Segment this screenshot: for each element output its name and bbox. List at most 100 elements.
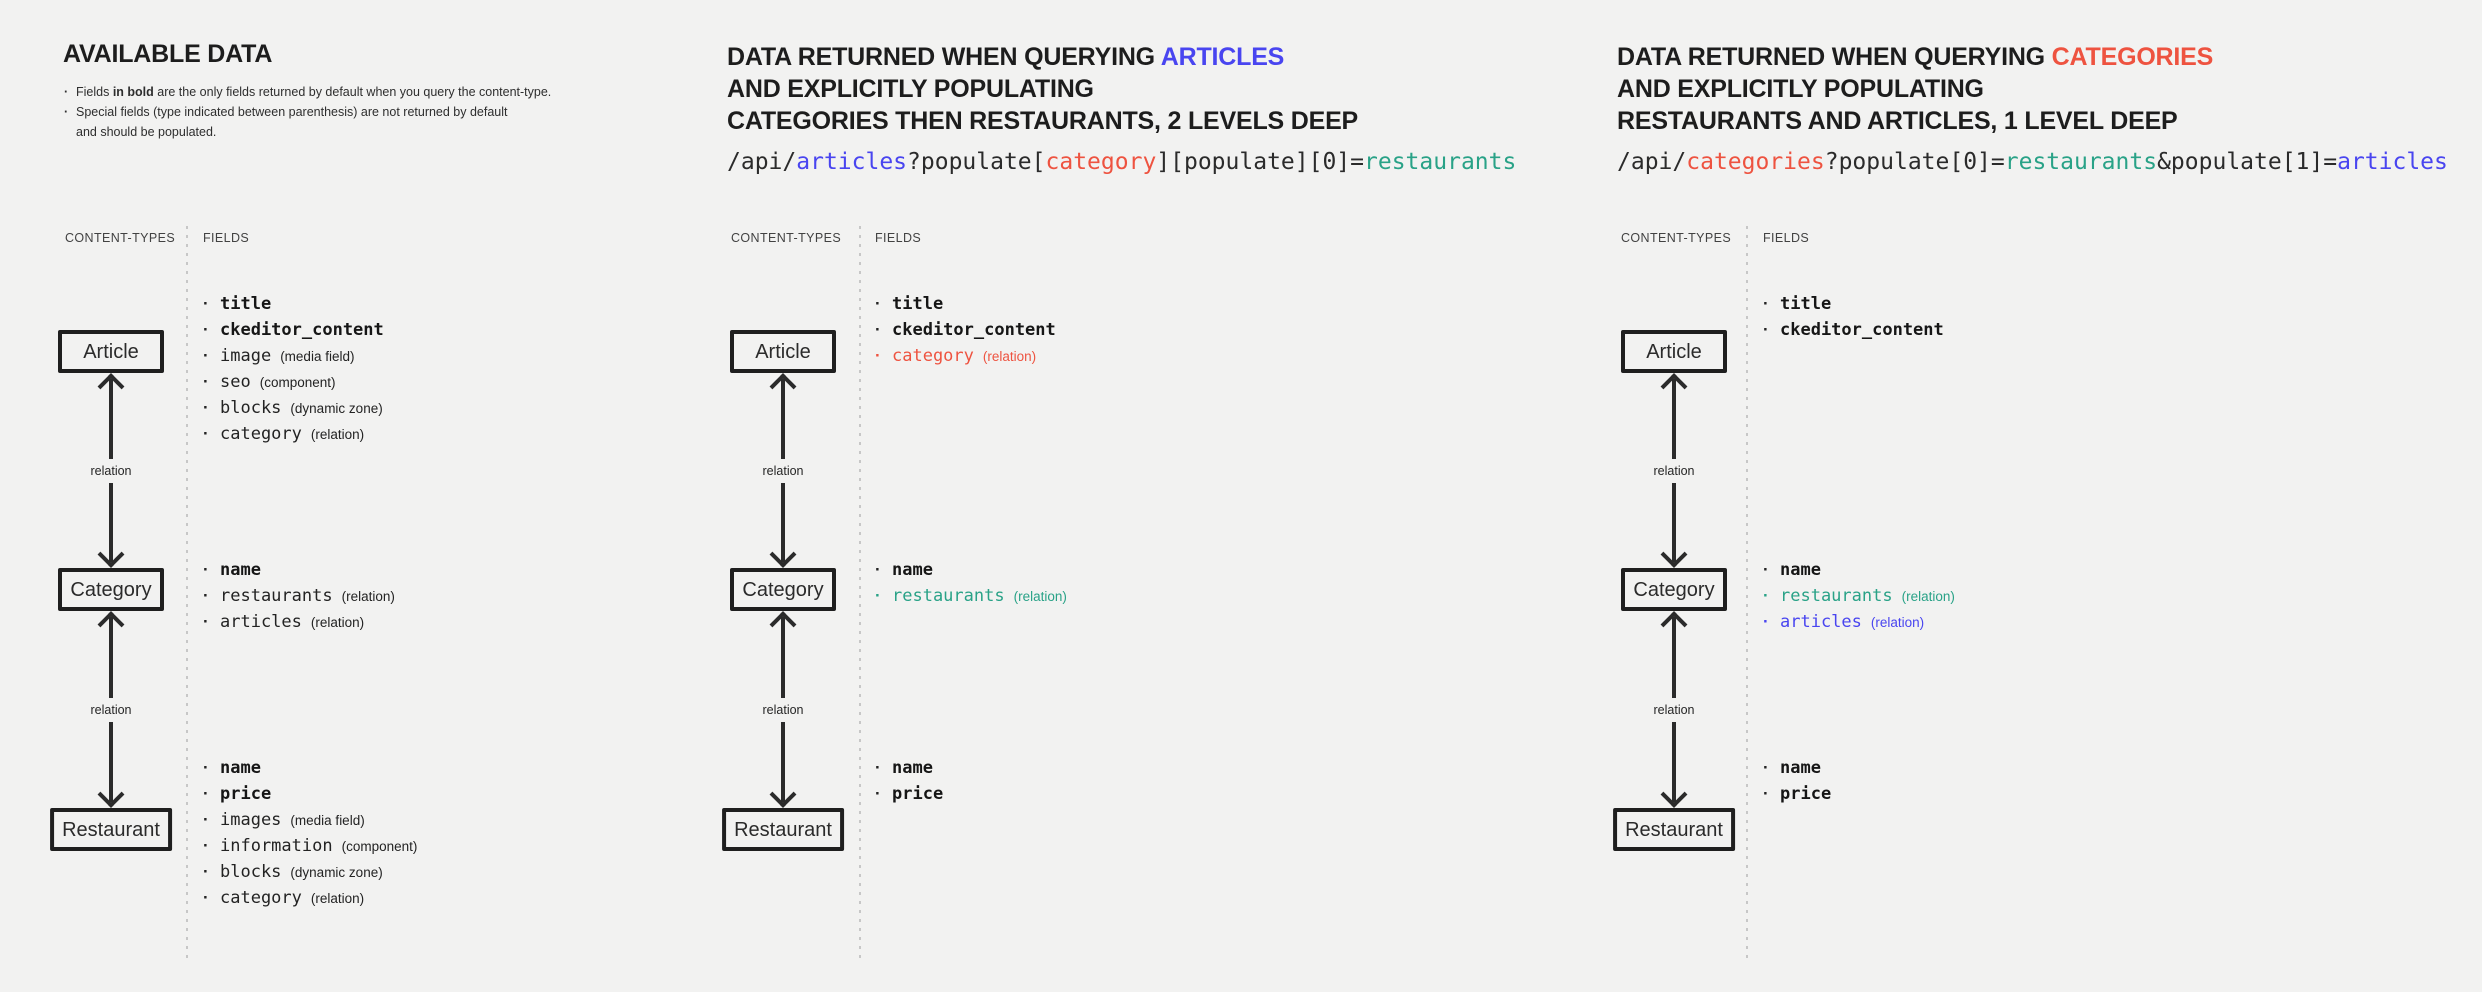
bullet-icon: ·: [203, 294, 209, 313]
relation-arrow: relation: [1651, 373, 1697, 568]
field-type: (relation): [341, 589, 395, 604]
api-segment: restaurants: [1364, 149, 1517, 175]
relation-line: [1672, 617, 1676, 698]
content-types-label: CONTENT-TYPES: [65, 231, 176, 245]
column-divider: [1746, 226, 1748, 958]
bullet-icon: ·: [875, 586, 881, 605]
field-item: ·name: [875, 557, 1067, 583]
field-type: (relation): [1013, 589, 1067, 604]
field-name: category: [892, 346, 974, 366]
bullet-icon: ·: [1763, 586, 1769, 605]
bullet-icon: ·: [1763, 784, 1769, 803]
api-segment: categories: [1686, 149, 1825, 175]
api-segment: restaurants: [2004, 149, 2158, 175]
bullet-icon: ·: [203, 612, 209, 631]
field-item: ·ckeditor_content: [875, 317, 1065, 343]
fields-label: FIELDS: [1763, 231, 1810, 245]
field-item: ·blocks(dynamic zone): [203, 859, 417, 885]
field-name: category: [220, 888, 302, 908]
field-name: name: [892, 560, 933, 580]
relation-label: relation: [1651, 462, 1697, 479]
field-item: ·restaurants(relation): [875, 583, 1067, 609]
bullet-icon: ·: [875, 784, 881, 803]
field-name: restaurants: [1780, 586, 1893, 606]
content-types-label: CONTENT-TYPES: [1621, 231, 1732, 245]
relation-line: [781, 379, 785, 459]
relation-label: relation: [88, 462, 134, 479]
field-type: (relation): [310, 615, 365, 630]
relation-arrow: relation: [88, 611, 134, 808]
field-name: articles: [1780, 612, 1862, 632]
category-box: Category: [1621, 568, 1727, 611]
relation-label: relation: [760, 462, 806, 479]
field-name: ckeditor_content: [892, 320, 1056, 340]
relation-line: [1672, 379, 1676, 459]
category-fields-list: ·name ·restaurants(relation) ·articles(r…: [1763, 557, 1955, 635]
bullet-icon: ·: [1763, 294, 1769, 313]
field-item: ·images(media field): [203, 807, 417, 833]
field-item: ·title: [875, 291, 1065, 317]
field-name: price: [220, 784, 272, 804]
bullet-icon: ·: [203, 888, 209, 907]
relation-line: [109, 482, 113, 562]
restaurant-fields-list: · name · price: [1763, 755, 1840, 807]
field-type: (dynamic zone): [290, 401, 383, 416]
field-item: ·category(relation): [875, 343, 1065, 369]
bullet-icon: ·: [203, 836, 209, 855]
restaurant-box: Restaurant: [1613, 808, 1735, 851]
api-query: /api/categories?populate[0]=restaurants&…: [1617, 149, 2448, 175]
field-item: ·name: [203, 557, 395, 583]
field-item: ·name: [203, 755, 417, 781]
field-name: blocks: [220, 398, 282, 418]
bullet-icon: ·: [203, 424, 209, 443]
field-name: name: [220, 560, 261, 580]
field-name: name: [1780, 560, 1821, 580]
page-title: AVAILABLE DATA: [63, 40, 273, 68]
restaurant-fields-list: ·name ·price ·images(media field) ·infor…: [203, 755, 417, 911]
restaurant-fields-list: ·name ·price: [875, 755, 952, 807]
field-name: name: [1780, 758, 1821, 778]
relation-line: [109, 721, 113, 802]
article-box: Article: [1621, 330, 1727, 373]
page-title: DATA RETURNED WHEN QUERYING CATEGORIES A…: [1617, 43, 2214, 135]
field-item: ·image(media field): [203, 343, 393, 369]
bullet-icon: ·: [1763, 758, 1769, 777]
field-name: ckeditor_content: [220, 320, 384, 340]
relation-label: relation: [88, 701, 134, 718]
field-item: · ckeditor_content: [1763, 317, 1953, 343]
bullet-icon: ·: [203, 810, 209, 829]
field-name: price: [1780, 784, 1832, 804]
arrowhead-down-icon: [769, 781, 797, 808]
api-segment: /api/: [727, 149, 797, 175]
category-fields-list: ·name ·restaurants(relation): [875, 557, 1067, 609]
bullet-icon: ·: [203, 784, 209, 803]
restaurant-box: Restaurant: [50, 808, 172, 851]
relation-arrow: relation: [1651, 611, 1697, 808]
field-item: ·category(relation): [203, 421, 393, 447]
page-title: DATA RETURNED WHEN QUERYING ARTICLES AND…: [727, 43, 1359, 135]
bullet-icon: ·: [203, 586, 209, 605]
restaurant-box: Restaurant: [722, 808, 844, 851]
api-segment: articles: [2337, 149, 2448, 175]
field-name: restaurants: [220, 586, 333, 606]
relation-line: [109, 617, 113, 698]
field-type: (dynamic zone): [290, 865, 383, 880]
field-item: ·name: [1763, 557, 1955, 583]
api-segment: ][populate][0]=: [1156, 149, 1365, 175]
field-name: title: [892, 294, 944, 314]
field-name: blocks: [220, 862, 282, 882]
field-item: · price: [203, 781, 417, 807]
bullet-icon: ·: [1763, 320, 1769, 339]
field-type: (relation): [310, 891, 365, 906]
bullet-icon: ·: [64, 105, 69, 119]
bullet-icon: ·: [64, 85, 69, 99]
title-highlight: ARTICLES: [1160, 43, 1285, 71]
bullet-icon: ·: [203, 398, 209, 417]
relation-arrow: relation: [760, 611, 806, 808]
bullet-icon: ·: [203, 372, 209, 391]
api-query: /api/articles?populate[category][populat…: [727, 149, 1516, 175]
field-item: ·seo(component): [203, 369, 393, 395]
field-name: ckeditor_content: [1780, 320, 1944, 340]
field-name: category: [220, 424, 302, 444]
relation-arrow: relation: [88, 373, 134, 568]
